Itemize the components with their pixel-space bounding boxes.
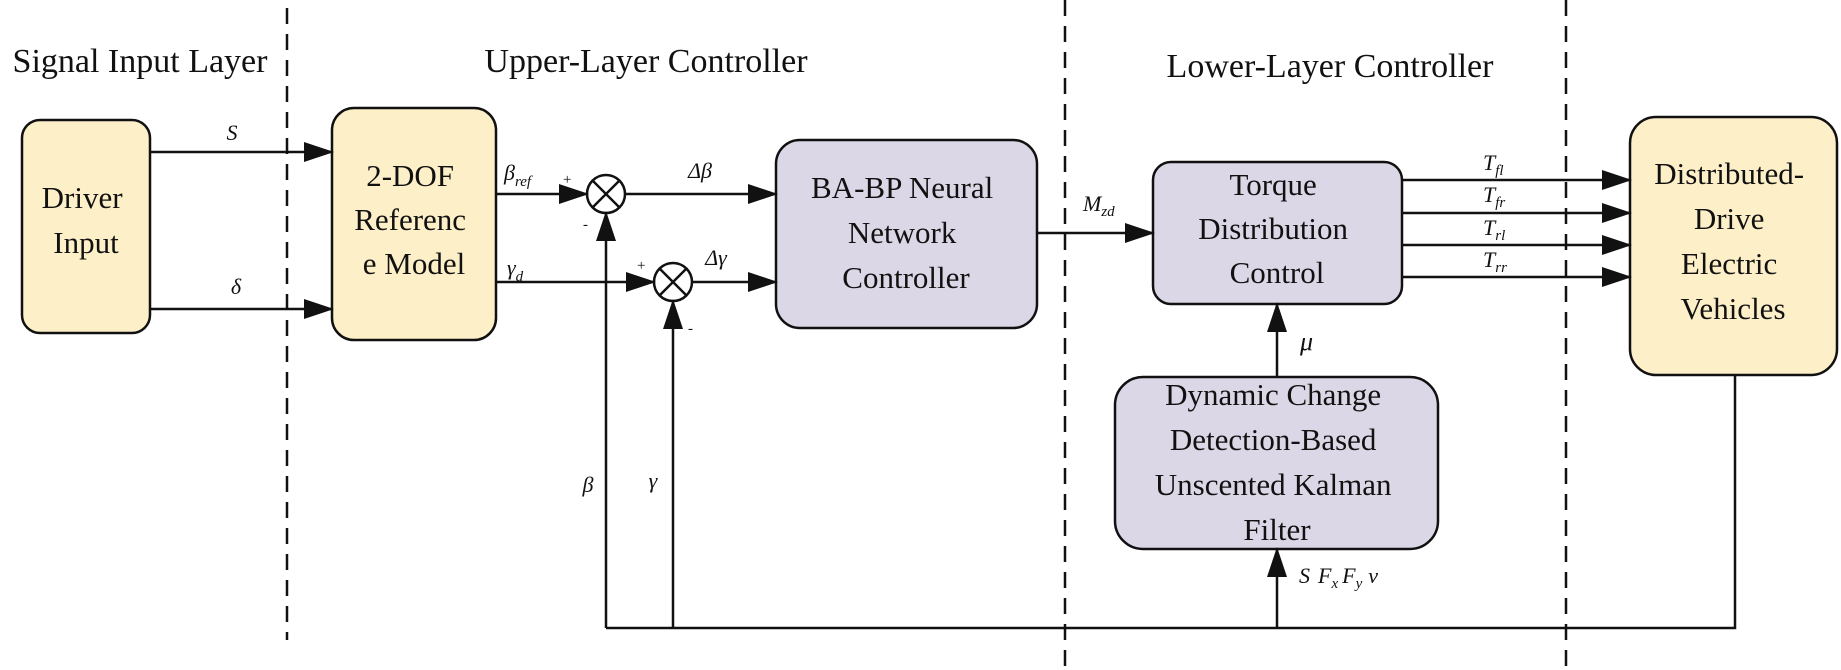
label-beta-ref: βref xyxy=(503,160,533,190)
label-beta-feedback: β xyxy=(582,472,594,497)
svg-text:Driver Input: Driver Input xyxy=(42,180,131,260)
driver-input-line-1: Driver xyxy=(42,180,124,215)
wire-feedback-bus xyxy=(606,375,1737,630)
neural-controller-block: BA-BP Neural Network Controller xyxy=(774,138,1039,330)
svg-text:BA-BP Neural Network: BA-BP Neural Network Controller xyxy=(811,170,1001,295)
ukf-line-1: Dynamic Change xyxy=(1165,377,1381,412)
svg-text:2-DOF Referenc e M: 2-DOF Referenc e Model xyxy=(354,158,474,281)
ukf-line-2: Detection-Based xyxy=(1170,422,1377,457)
ukf-line-3: Unscented Kalman xyxy=(1155,467,1392,502)
label-delta: δ xyxy=(231,274,242,299)
svg-text:Dynamic Change Detection: Dynamic Change Detection-Based Unscented… xyxy=(1155,377,1399,547)
reference-model-line-2: Referenc xyxy=(354,202,466,237)
summing-junction-gamma xyxy=(652,261,694,303)
label-trl: Trl xyxy=(1483,215,1505,244)
reference-model-line-1: 2-DOF xyxy=(366,158,454,193)
vehicles-line-2: Drive xyxy=(1694,201,1765,236)
sign-plus-gamma: + xyxy=(637,258,645,274)
summing-junction-beta xyxy=(585,173,627,215)
torque-distribution-line-2: Distribution xyxy=(1198,211,1348,246)
reference-model-box xyxy=(330,106,498,342)
driver-input-box xyxy=(20,118,152,335)
layer-title-upper: Upper-Layer Controller xyxy=(484,43,808,80)
ukf-block: Dynamic Change Detection-Based Unscented… xyxy=(1113,375,1440,551)
label-trr: Trr xyxy=(1483,247,1507,276)
label-S: S xyxy=(227,120,238,145)
layer-title-lower: Lower-Layer Controller xyxy=(1167,48,1495,85)
label-mu: μ xyxy=(1299,327,1313,356)
label-gamma-feedback: γ xyxy=(649,468,659,493)
label-tfr: Tfr xyxy=(1483,182,1505,211)
label-delta-beta: Δβ xyxy=(687,158,712,183)
torque-distribution-block: Torque Distribution Control xyxy=(1151,160,1404,306)
label-gamma-d: γd xyxy=(507,255,524,285)
driver-input-block: Driver Input xyxy=(20,118,152,335)
reference-model-line-3: e Model xyxy=(363,246,465,281)
sign-minus-gamma: - xyxy=(688,321,693,337)
sign-minus-beta: - xyxy=(583,217,588,233)
ukf-line-4: Filter xyxy=(1243,512,1311,547)
neural-controller-line-1: BA-BP Neural xyxy=(811,170,993,205)
layer-title-signal-input: Signal Input Layer xyxy=(13,43,269,80)
torque-distribution-line-1: Torque xyxy=(1229,167,1316,202)
signal-wires xyxy=(150,142,1737,630)
torque-distribution-line-3: Control xyxy=(1230,255,1325,290)
svg-text:Distributed- Drive: Distributed- Drive Electric Vehicles xyxy=(1654,156,1812,326)
vehicles-block: Distributed- Drive Electric Vehicles xyxy=(1628,115,1839,377)
vehicles-line-4: Vehicles xyxy=(1680,291,1785,326)
neural-controller-line-2: Network xyxy=(848,215,957,250)
driver-input-line-2: Input xyxy=(53,225,119,260)
neural-controller-line-3: Controller xyxy=(842,260,970,295)
label-tfl: Tfl xyxy=(1483,150,1504,179)
label-mzd: Mzd xyxy=(1082,191,1115,220)
vehicles-line-1: Distributed- xyxy=(1654,156,1804,191)
label-delta-gamma: Δγ xyxy=(704,245,728,270)
vehicles-line-3: Electric xyxy=(1681,246,1777,281)
reference-model-block: 2-DOF Referenc e Model xyxy=(330,106,498,342)
layer-separators xyxy=(285,0,1568,670)
svg-text:Torque Distribution: Torque Distribution Control xyxy=(1198,167,1356,290)
sign-plus-beta: + xyxy=(563,172,571,188)
